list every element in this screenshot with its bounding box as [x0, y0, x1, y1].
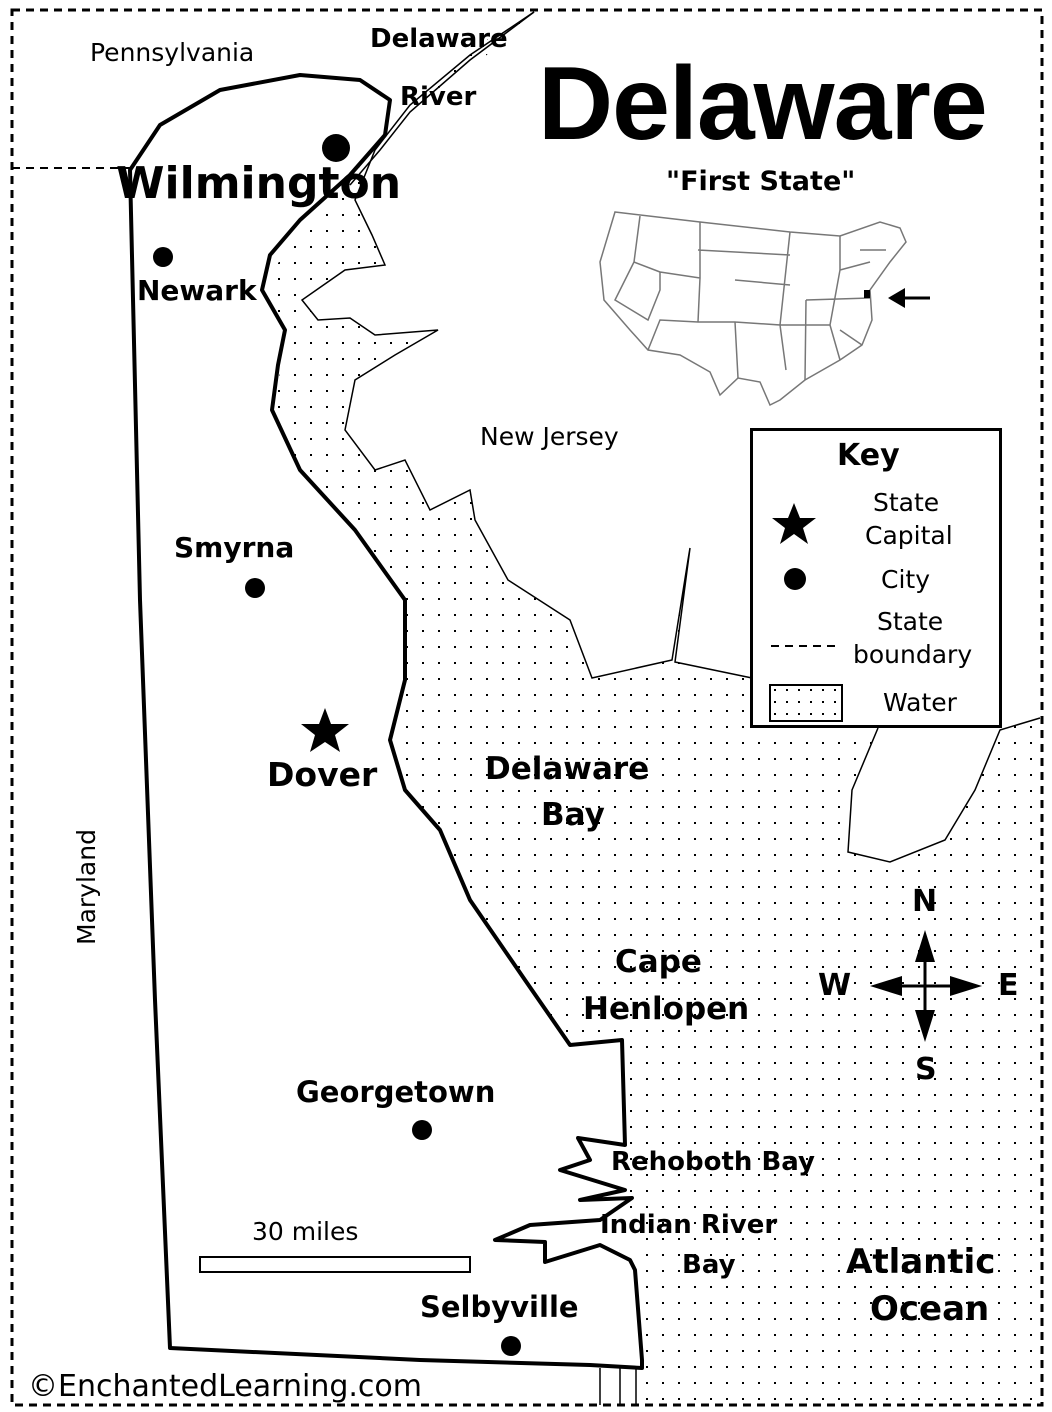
delaware-outline	[128, 73, 644, 1370]
label-maryland: Maryland	[72, 829, 101, 945]
wilmington-dot	[322, 134, 350, 162]
bottom-survey-lines	[599, 1368, 637, 1405]
key-boundary-line-icon	[771, 645, 841, 647]
compass-south: S	[915, 1052, 937, 1087]
label-atlantic-ocean-line1: Atlantic	[846, 1242, 996, 1282]
label-rehoboth-bay: Rehoboth Bay	[611, 1147, 816, 1177]
key-boundary-line2: boundary	[853, 640, 973, 669]
label-indian-river-bay-line2: Bay	[682, 1250, 736, 1280]
map-border	[10, 8, 1044, 1407]
inset-delaware-marker	[864, 290, 870, 298]
scale-bar	[199, 1256, 471, 1273]
key-city: City	[881, 565, 930, 594]
georgetown-dot	[412, 1120, 432, 1140]
smyrna-dot	[245, 578, 265, 598]
label-smyrna: Smyrna	[174, 531, 295, 564]
delaware-river-channel	[349, 11, 535, 186]
cape-may-shoreline	[847, 717, 1041, 863]
label-pennsylvania: Pennsylvania	[90, 38, 255, 67]
inset-arrow-head	[888, 288, 905, 308]
newark-dot	[153, 247, 173, 267]
label-wilmington: Wilmington	[116, 158, 402, 209]
compass-north: N	[912, 884, 938, 919]
selbyville-dot	[501, 1336, 521, 1356]
key-capital-line2: Capital	[865, 521, 953, 550]
scale-label: 30 miles	[252, 1217, 359, 1246]
us-inset-map	[599, 211, 907, 407]
label-cape-henlopen-line2: Henlopen	[583, 991, 750, 1027]
label-georgetown: Georgetown	[296, 1075, 496, 1109]
copyright-text: ©EnchantedLearning.com	[28, 1369, 422, 1404]
key-city-dot-icon	[784, 568, 806, 590]
key-capital-line1: State	[873, 488, 940, 517]
new-jersey-shoreline	[300, 11, 753, 679]
compass-west: W	[818, 968, 852, 1003]
label-delaware-river-line2: River	[400, 82, 477, 112]
key-water-swatch-icon	[769, 684, 843, 722]
label-newark: Newark	[137, 274, 257, 307]
map-key: Key State Capital City State boundary Wa…	[750, 428, 1002, 728]
label-delaware-bay-line1: Delaware	[485, 751, 650, 787]
label-delaware-bay-line2: Bay	[541, 797, 605, 833]
label-dover: Dover	[267, 755, 378, 794]
compass-east: E	[998, 968, 1019, 1003]
label-selbyville: Selbyville	[420, 1290, 579, 1324]
state-nickname: "First State"	[666, 166, 856, 197]
label-delaware-river-line1: Delaware	[370, 24, 508, 54]
label-indian-river-bay-line1: Indian River	[600, 1210, 778, 1240]
key-water: Water	[883, 688, 957, 717]
key-boundary-line1: State	[877, 607, 944, 636]
key-star-icon	[772, 503, 816, 544]
label-new-jersey: New Jersey	[480, 422, 619, 451]
key-heading: Key	[837, 438, 900, 473]
dover-capital-star-icon	[301, 708, 349, 752]
label-atlantic-ocean-line2: Ocean	[870, 1289, 990, 1329]
water-region	[265, 12, 1040, 1400]
label-cape-henlopen-line1: Cape	[615, 944, 702, 980]
page-title: Delaware	[538, 46, 988, 162]
compass-rose-icon	[870, 930, 982, 1042]
